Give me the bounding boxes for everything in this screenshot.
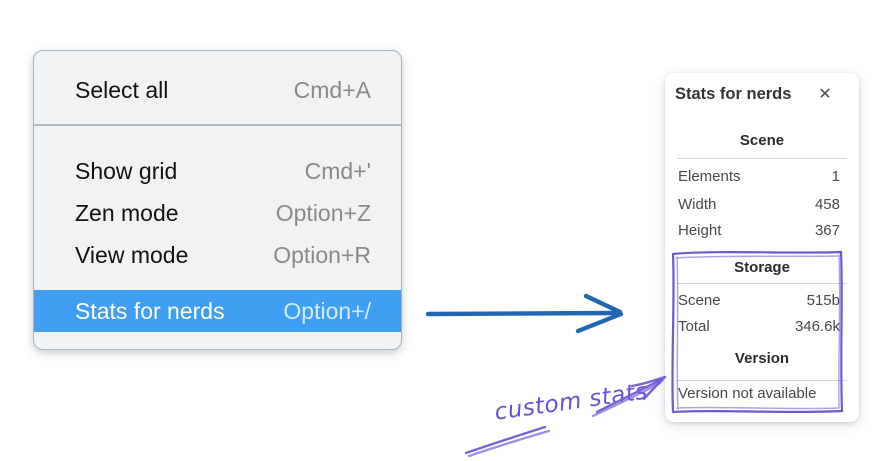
stat-label: Height (678, 222, 722, 239)
menu-item-shortcut: Option+/ (283, 297, 371, 324)
stat-label: Total (678, 318, 710, 335)
stat-value: 458 (814, 196, 840, 213)
menu-item-shortcut: Option+R (273, 241, 371, 268)
menu-item-zen-mode[interactable]: Zen mode Option+Z (34, 192, 401, 234)
menu-item-shortcut: Cmd+' (304, 157, 371, 184)
stat-row-height: Height 367 (678, 220, 840, 242)
stat-value: 367 (814, 222, 840, 239)
section-divider (677, 283, 847, 284)
close-button[interactable]: ✕ (814, 83, 836, 105)
annotation-underline (464, 425, 551, 458)
section-heading-storage: Storage (734, 259, 790, 276)
blue-arrow (425, 293, 624, 334)
menu-item-label: Show grid (75, 157, 178, 184)
stat-label: Scene (678, 292, 721, 309)
version-note: Version not available (678, 385, 817, 402)
stat-row-total-storage: Total 346.6k (678, 316, 840, 338)
section-heading-version: Version (734, 350, 790, 367)
stat-value: 515b (806, 292, 840, 309)
stat-row-width: Width 458 (678, 194, 840, 216)
menu-item-label: Stats for nerds (75, 297, 225, 324)
section-heading-scene: Scene (739, 132, 785, 149)
menu-item-label: Select all (75, 76, 169, 103)
stat-label: Width (678, 196, 717, 213)
annotation-label: custom stats (493, 378, 650, 426)
section-divider (677, 158, 847, 159)
stat-value: 1 (831, 168, 840, 185)
menu-item-select-all[interactable]: Select all Cmd+A (34, 69, 401, 111)
stat-row-elements: Elements 1 (678, 166, 840, 188)
menu-item-label: View mode (75, 241, 189, 268)
stat-row-scene-storage: Scene 515b (678, 290, 840, 312)
close-icon: ✕ (818, 86, 832, 103)
menu-item-shortcut: Option+Z (275, 199, 371, 226)
menu-item-shortcut: Cmd+A (293, 76, 371, 103)
stat-label: Elements (678, 168, 741, 185)
stats-panel: Stats for nerds ✕ Scene Elements 1 Width… (665, 73, 859, 422)
section-divider (677, 380, 847, 381)
menu-divider (34, 124, 401, 126)
menu-item-show-grid[interactable]: Show grid Cmd+' (34, 150, 401, 192)
menu-item-label: Zen mode (75, 199, 179, 226)
stat-value: 346.6k (794, 318, 840, 335)
menu-item-view-mode[interactable]: View mode Option+R (34, 234, 401, 276)
stats-panel-title: Stats for nerds (675, 85, 792, 103)
menu-item-stats-for-nerds[interactable]: Stats for nerds Option+/ (34, 290, 401, 332)
context-menu: Select all Cmd+A Show grid Cmd+' Zen mod… (33, 50, 402, 350)
